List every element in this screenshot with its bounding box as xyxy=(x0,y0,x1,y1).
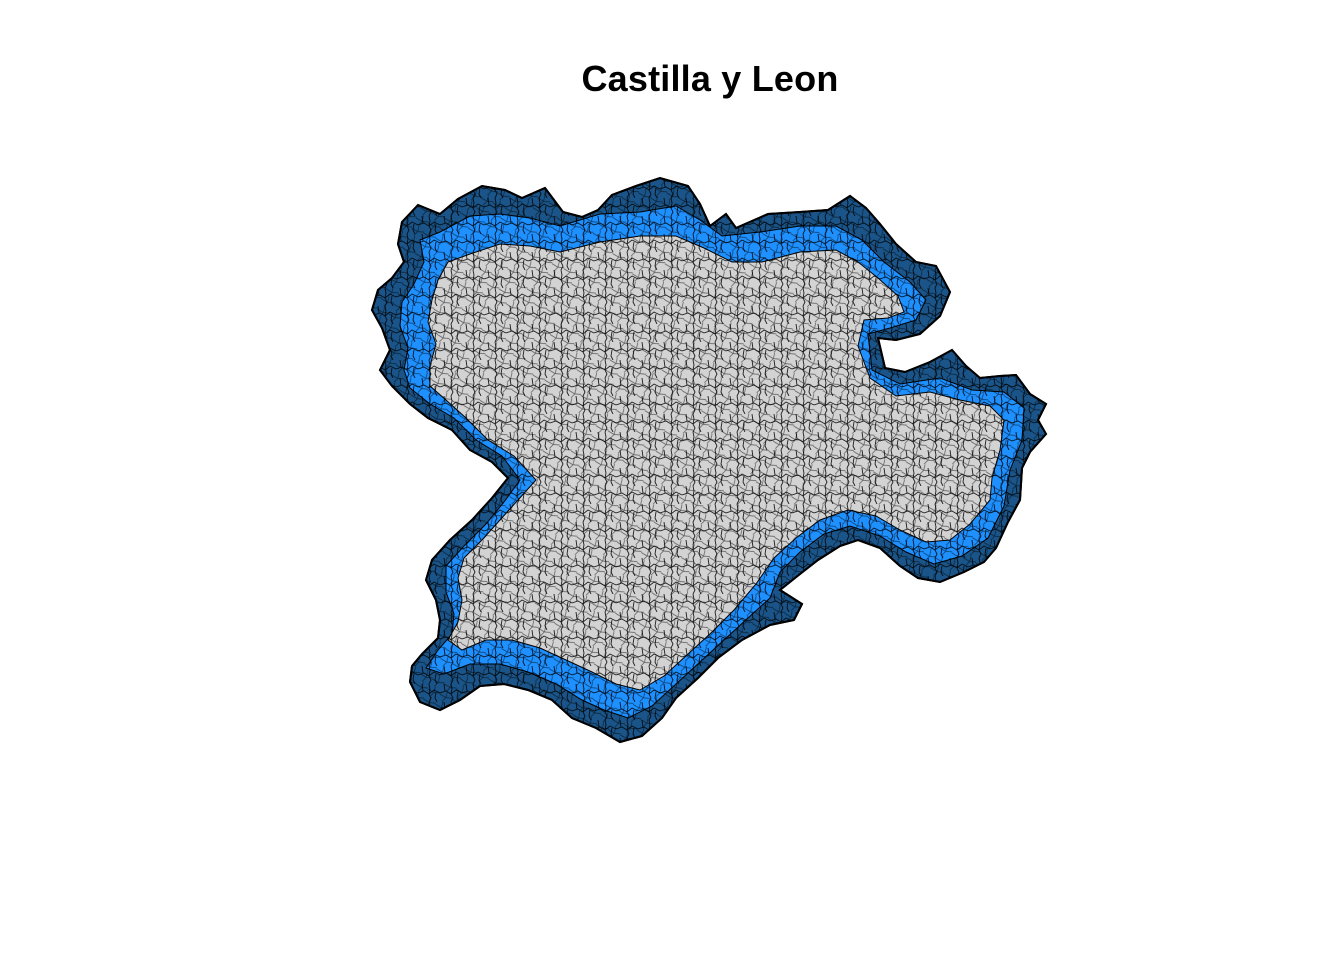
municipality-boundaries-fine xyxy=(372,178,1046,742)
map-title: Castilla y Leon xyxy=(581,58,839,99)
